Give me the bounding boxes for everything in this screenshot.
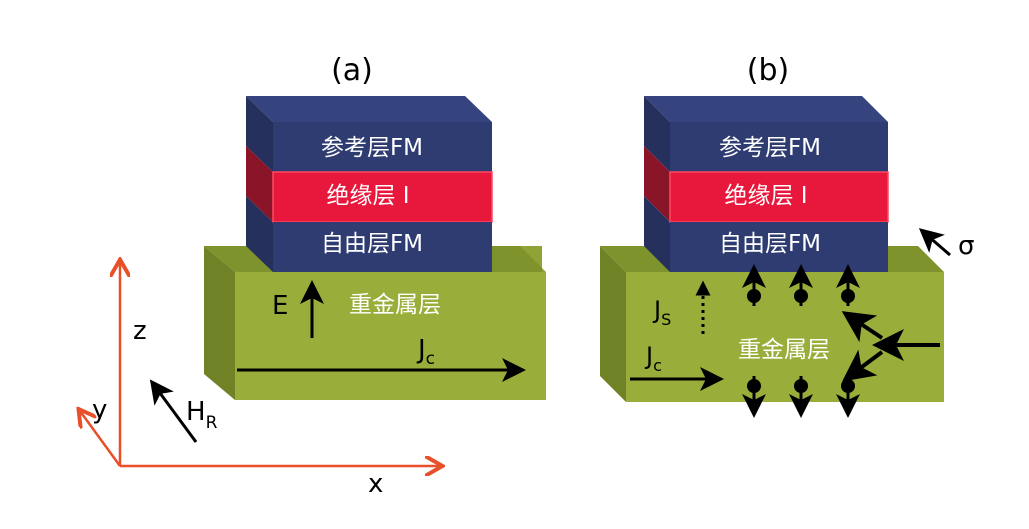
panel-a-reference-layer bbox=[273, 122, 492, 172]
panel-a-insulator-label: 绝缘层 I bbox=[326, 183, 409, 209]
spin-current-label: JS bbox=[652, 296, 671, 329]
panel-b-free-label: 自由层FM bbox=[719, 231, 821, 257]
spin-up-arrow bbox=[836, 264, 860, 306]
spin-down-row bbox=[742, 376, 860, 418]
spin-up-arrow bbox=[742, 264, 766, 306]
y-axis-label: y bbox=[92, 395, 107, 425]
rashba-field-arrow bbox=[149, 379, 198, 443]
spin-splitting-arrows bbox=[841, 311, 940, 382]
panel-a-e-field-label: E bbox=[272, 291, 288, 321]
spin-up-arrow bbox=[789, 264, 813, 306]
panel-b-reference-layer bbox=[670, 122, 888, 172]
panel-b-mtj-stack bbox=[644, 96, 889, 272]
spin-polarization-arrow bbox=[918, 228, 951, 257]
spin-down-arrow bbox=[789, 376, 813, 418]
deflect-down-arrow bbox=[842, 349, 884, 382]
panel-b: (b) 参考层FM 绝缘层 I 自由层FM 重金属层 JS Jc bbox=[600, 53, 974, 418]
panel-a: (a) 参考层FM 绝缘层 I 自由层FM 重金属层 E bbox=[204, 53, 546, 400]
panel-a-mtj-stack bbox=[246, 96, 493, 272]
panel-a-reference-label: 参考层FM bbox=[321, 135, 423, 161]
coordinate-axes: z x y HR bbox=[80, 262, 440, 499]
panel-b-insulator-layer bbox=[669, 171, 889, 223]
panel-a-insulator-layer bbox=[272, 171, 493, 223]
panel-b-heavy-metal-label: 重金属层 bbox=[738, 337, 830, 363]
spin-down-arrow bbox=[742, 376, 766, 418]
panel-a-label: (a) bbox=[331, 53, 373, 88]
panel-b-current-label: Jc bbox=[644, 342, 662, 375]
panel-a-heavy-metal-label: 重金属层 bbox=[349, 292, 441, 318]
deflect-up-arrow bbox=[841, 311, 884, 343]
spin-polarization-label: σ bbox=[958, 231, 974, 261]
panel-a-current-label: Jc bbox=[416, 335, 435, 369]
panel-a-free-label: 自由层FM bbox=[321, 231, 423, 257]
x-axis-label: x bbox=[368, 469, 383, 499]
z-axis-label: z bbox=[133, 316, 147, 346]
panel-b-insulator-label: 绝缘层 I bbox=[724, 183, 807, 209]
panel-b-free-layer bbox=[670, 222, 888, 272]
panel-b-label: (b) bbox=[747, 53, 789, 88]
panel-b-reference-label: 参考层FM bbox=[719, 135, 821, 161]
y-axis-arrow bbox=[80, 411, 122, 467]
spin-up-row bbox=[742, 264, 860, 306]
panel-a-free-layer bbox=[273, 222, 492, 272]
rashba-field-label: HR bbox=[186, 397, 218, 433]
